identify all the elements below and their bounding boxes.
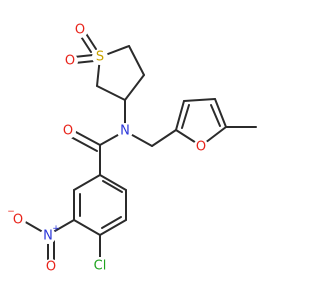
bond-b1-b2	[99, 174, 127, 191]
atom-label-o-nitro-b: O	[46, 260, 56, 275]
bond-c4-c5	[128, 45, 145, 76]
charge-label-o-nitro-a: −	[7, 207, 15, 217]
atom-labels: S O O N O O N + O −	[7, 22, 209, 275]
atom-label-o-sulfone-a: O	[75, 23, 85, 38]
atom-nitrogen-nitro: N +	[40, 224, 60, 244]
bond-fc2-fc3-inner	[181, 104, 190, 129]
atom-oxygen-nitro-b: O	[43, 259, 59, 275]
bond-b3-b4	[99, 219, 127, 236]
atom-label-s: S	[96, 50, 104, 65]
charge-label-n-nitro: +	[52, 224, 60, 234]
atom-label-o-carbonyl: O	[63, 124, 73, 139]
atom-sulfur: S	[92, 49, 108, 65]
bond-fc4-fc5-inner	[210, 104, 221, 127]
atom-oxygen-sulfone-b: O	[62, 53, 78, 69]
bond-b6-b1	[73, 174, 101, 191]
atom-chlorine: Cl	[90, 257, 110, 274]
bond-cco-o-2	[70, 136, 98, 152]
atom-label-n-amide: N	[120, 124, 130, 139]
atom-oxygen-carbonyl: O	[60, 123, 76, 139]
bond-ch2-fc2	[151, 129, 177, 147]
bond-s-o-b-1	[74, 60, 95, 64]
bond-s-o-a-1	[84, 31, 97, 50]
bond-s-o-b-2	[73, 54, 94, 58]
bond-b1-b2-inner	[102, 180, 123, 193]
bond-b4-b5	[73, 219, 101, 236]
atom-oxygen-furan: O	[193, 139, 209, 155]
atom-label-cl: Cl	[94, 259, 107, 274]
atom-oxygen-sulfone-a: O	[72, 22, 88, 38]
atom-label-o-nitro-a: O	[13, 213, 23, 228]
atom-label-n-nitro: N	[43, 229, 53, 244]
atom-oxygen-nitro-a: O −	[7, 207, 26, 228]
bond-fc3-fc4	[183, 98, 216, 102]
atom-label-o-sulfone-b: O	[65, 54, 75, 69]
bond-fc2-fc3	[175, 100, 185, 131]
atom-nitrogen-amide: N	[117, 123, 133, 139]
molecule-structure: S O O N O O N + O −	[7, 22, 257, 275]
bond-s-o-a-2	[79, 34, 92, 53]
bond-b3-b4-inner	[101, 216, 122, 229]
atom-label-o-furan: O	[196, 140, 206, 155]
bond-cco-o-1	[73, 130, 101, 146]
bond-c3-c4	[124, 74, 145, 101]
bond-fc4-fc5	[214, 98, 227, 128]
bonds	[21, 31, 257, 266]
bond-c2-c3	[96, 85, 126, 101]
